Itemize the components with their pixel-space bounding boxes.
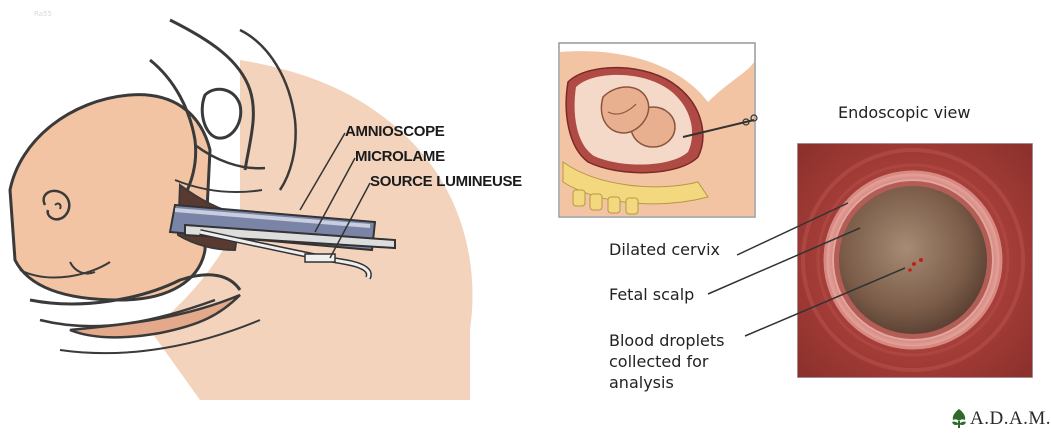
endoscopic-view-title: Endoscopic view bbox=[838, 103, 970, 122]
light-source-label: SOURCE LUMINEUSE bbox=[370, 173, 522, 190]
endoscopic-view-image bbox=[797, 143, 1033, 378]
blood-droplet bbox=[919, 258, 923, 262]
microlame-label: MICROLAME bbox=[355, 148, 445, 165]
blood-droplet bbox=[908, 268, 912, 272]
pregnancy-inset bbox=[558, 42, 758, 218]
dilated-cervix-label: Dilated cervix bbox=[609, 240, 720, 259]
fetal-scalp-label: Fetal scalp bbox=[609, 285, 694, 304]
blood-droplets-label-line3: analysis bbox=[609, 373, 674, 392]
amnioscope-illustration bbox=[0, 0, 540, 400]
blood-droplets-label-line2: collected for bbox=[609, 352, 708, 371]
amnioscope-label: AMNIOSCOPE bbox=[345, 123, 445, 140]
blood-droplet bbox=[912, 262, 916, 266]
pubic-bone bbox=[202, 89, 241, 138]
blood-droplets-label-line1: Blood droplets bbox=[609, 331, 724, 350]
fetal-scalp-disc bbox=[839, 186, 987, 334]
leaf-icon bbox=[948, 407, 970, 429]
adam-logo-text: A.D.A.M. bbox=[970, 408, 1051, 430]
adam-logo: A.D.A.M. bbox=[948, 405, 1048, 431]
